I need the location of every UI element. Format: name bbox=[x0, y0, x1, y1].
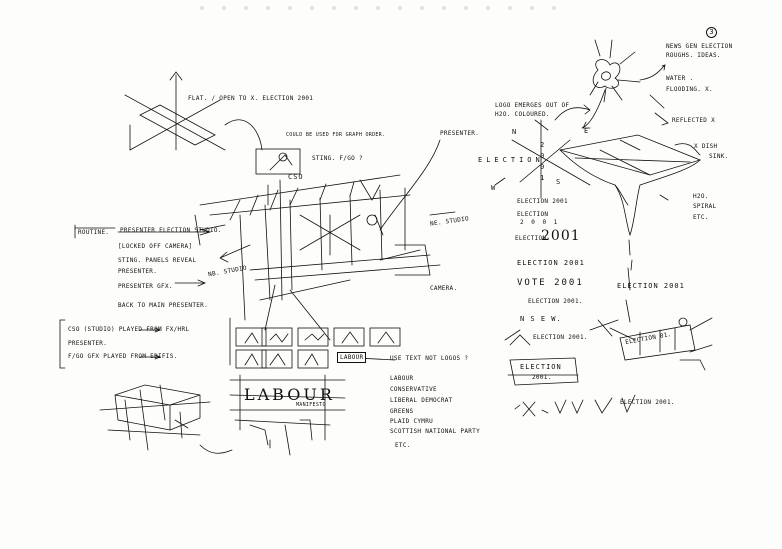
flat-note: FLAT. / OPEN TO X. ELECTION 2001 bbox=[188, 95, 314, 102]
compass-digit: 0 bbox=[540, 163, 546, 171]
sting-note: STING. F/GO ? bbox=[312, 155, 363, 162]
dish-note: SINK. bbox=[709, 153, 729, 160]
logo-variant: ELECTION bbox=[520, 363, 562, 371]
ne-arrow bbox=[429, 211, 456, 216]
compass-digit: 1 bbox=[540, 174, 546, 182]
graph-note: COULD BE USED FOR GRAPH ORDER. bbox=[286, 132, 386, 138]
routine-step: PRESENTER ELECTION STUDIO. bbox=[120, 227, 222, 234]
labour-box: LABOUR bbox=[337, 352, 367, 363]
compass-e: E bbox=[584, 127, 590, 135]
routine-step: PRESENTER. bbox=[118, 268, 158, 275]
compass-election-word: ELECTION bbox=[478, 156, 544, 164]
party-item: CONSERVATIVE bbox=[390, 386, 437, 393]
party-item: SCOTTISH NATIONAL PARTY bbox=[390, 428, 480, 435]
logo-variant: 2001. bbox=[532, 374, 552, 381]
compass-n: N bbox=[512, 128, 518, 136]
routine-step: [LOCKED OFF CAMERA] bbox=[118, 243, 193, 250]
perspective-sketches bbox=[504, 317, 713, 386]
spiral-note: H2O. bbox=[693, 193, 709, 200]
dish-note: X DISH bbox=[694, 143, 718, 150]
camera-label: CAMERA. bbox=[430, 285, 458, 292]
water-splash bbox=[581, 39, 666, 129]
logo-variant: 2 0 0 1 bbox=[520, 219, 560, 226]
routine-brackets bbox=[74, 224, 212, 287]
logo-variant: 2001 bbox=[541, 228, 581, 244]
election-right-label: ELECTION 2001 bbox=[617, 282, 685, 290]
reflected-note: REFLECTED X bbox=[672, 117, 716, 124]
emerge-arrow bbox=[554, 104, 591, 121]
news-gen-line: NEWS GEN ELECTION bbox=[666, 43, 733, 50]
logo-variant: ELECTION 2001. bbox=[533, 334, 588, 341]
spiral-note: SPIRAL bbox=[693, 203, 717, 210]
axis-sketch bbox=[124, 71, 226, 151]
playout-line: PRESENTER. bbox=[68, 340, 108, 347]
thumbnail-grid bbox=[235, 327, 401, 369]
arrow-to-panel bbox=[224, 119, 263, 151]
compass-digit: 2 bbox=[540, 141, 546, 149]
logo-variant: ELECTION 2001 bbox=[517, 198, 568, 205]
reflected-arrow bbox=[649, 94, 669, 126]
party-item: PLAID CYMRU bbox=[390, 418, 434, 425]
use-text-note: USE TEXT NOT LOGOS ? bbox=[390, 355, 469, 362]
party-item: LIBERAL DEMOCRAT bbox=[390, 397, 453, 404]
routine-step: STING. PANELS REVEAL bbox=[118, 257, 197, 264]
party-item: LABOUR bbox=[390, 375, 414, 382]
routine-step: BACK TO MAIN PRESENTER. bbox=[118, 302, 208, 309]
tick-marks bbox=[514, 394, 636, 417]
compass-lines bbox=[494, 119, 591, 199]
compass-digit: 0 bbox=[540, 152, 546, 160]
logo-variant: ELECTION bbox=[517, 211, 549, 218]
routine-heading: ROUTINE. bbox=[78, 229, 110, 236]
logo-variant: ELECTION 2001. bbox=[620, 399, 675, 406]
routine-step: PRESENTER GFX. bbox=[118, 283, 173, 290]
water-note: FLOODING. X. bbox=[666, 86, 713, 93]
down-arrow bbox=[625, 267, 631, 323]
party-item: GREENS bbox=[390, 408, 414, 415]
logo-variant: ELECTION 2001. bbox=[528, 298, 583, 305]
playout-line: CSO (STUDIO) PLAYED FROM FX/HRL bbox=[68, 326, 190, 333]
playout-line: F/GO GFX PLAYED FROM EDIFIS. bbox=[68, 353, 178, 360]
logo-variant: VOTE 2001 bbox=[517, 278, 584, 288]
logo-emerges-line: LOGO EMERGES OUT OF bbox=[495, 102, 570, 109]
panel-box bbox=[255, 148, 301, 175]
spiral-note: ETC. bbox=[693, 214, 709, 221]
logo-variant: ELECTION 2001 bbox=[517, 259, 585, 267]
page-number-badge: 3 bbox=[706, 27, 717, 38]
compass-s: S bbox=[556, 178, 562, 186]
manifesto-sketch bbox=[229, 374, 346, 456]
news-gen-line: ROUGHS. IDEAS. bbox=[666, 52, 721, 59]
logo-variant: N S E W. bbox=[520, 315, 562, 323]
logo-emerges-line: H2O. COLOURED. bbox=[495, 111, 550, 118]
nb-arrow bbox=[219, 244, 251, 263]
logo-variant: ELECTION bbox=[515, 235, 547, 242]
cso-label: CSO bbox=[288, 173, 304, 181]
labour-logo-sub: MANIFESTO bbox=[296, 402, 326, 408]
compass-w: W bbox=[491, 184, 497, 192]
page-number: 3 bbox=[709, 28, 714, 36]
presenter-arrow bbox=[379, 139, 441, 231]
water-note: WATER . bbox=[666, 75, 694, 82]
block-sketch bbox=[99, 384, 233, 454]
presenter-label: PRESENTER. bbox=[440, 130, 480, 137]
funnel-dish bbox=[559, 134, 702, 271]
party-item: ETC. bbox=[395, 442, 411, 449]
labour-logo-word: LABOUR bbox=[244, 385, 335, 404]
studio-perspective bbox=[194, 174, 441, 341]
